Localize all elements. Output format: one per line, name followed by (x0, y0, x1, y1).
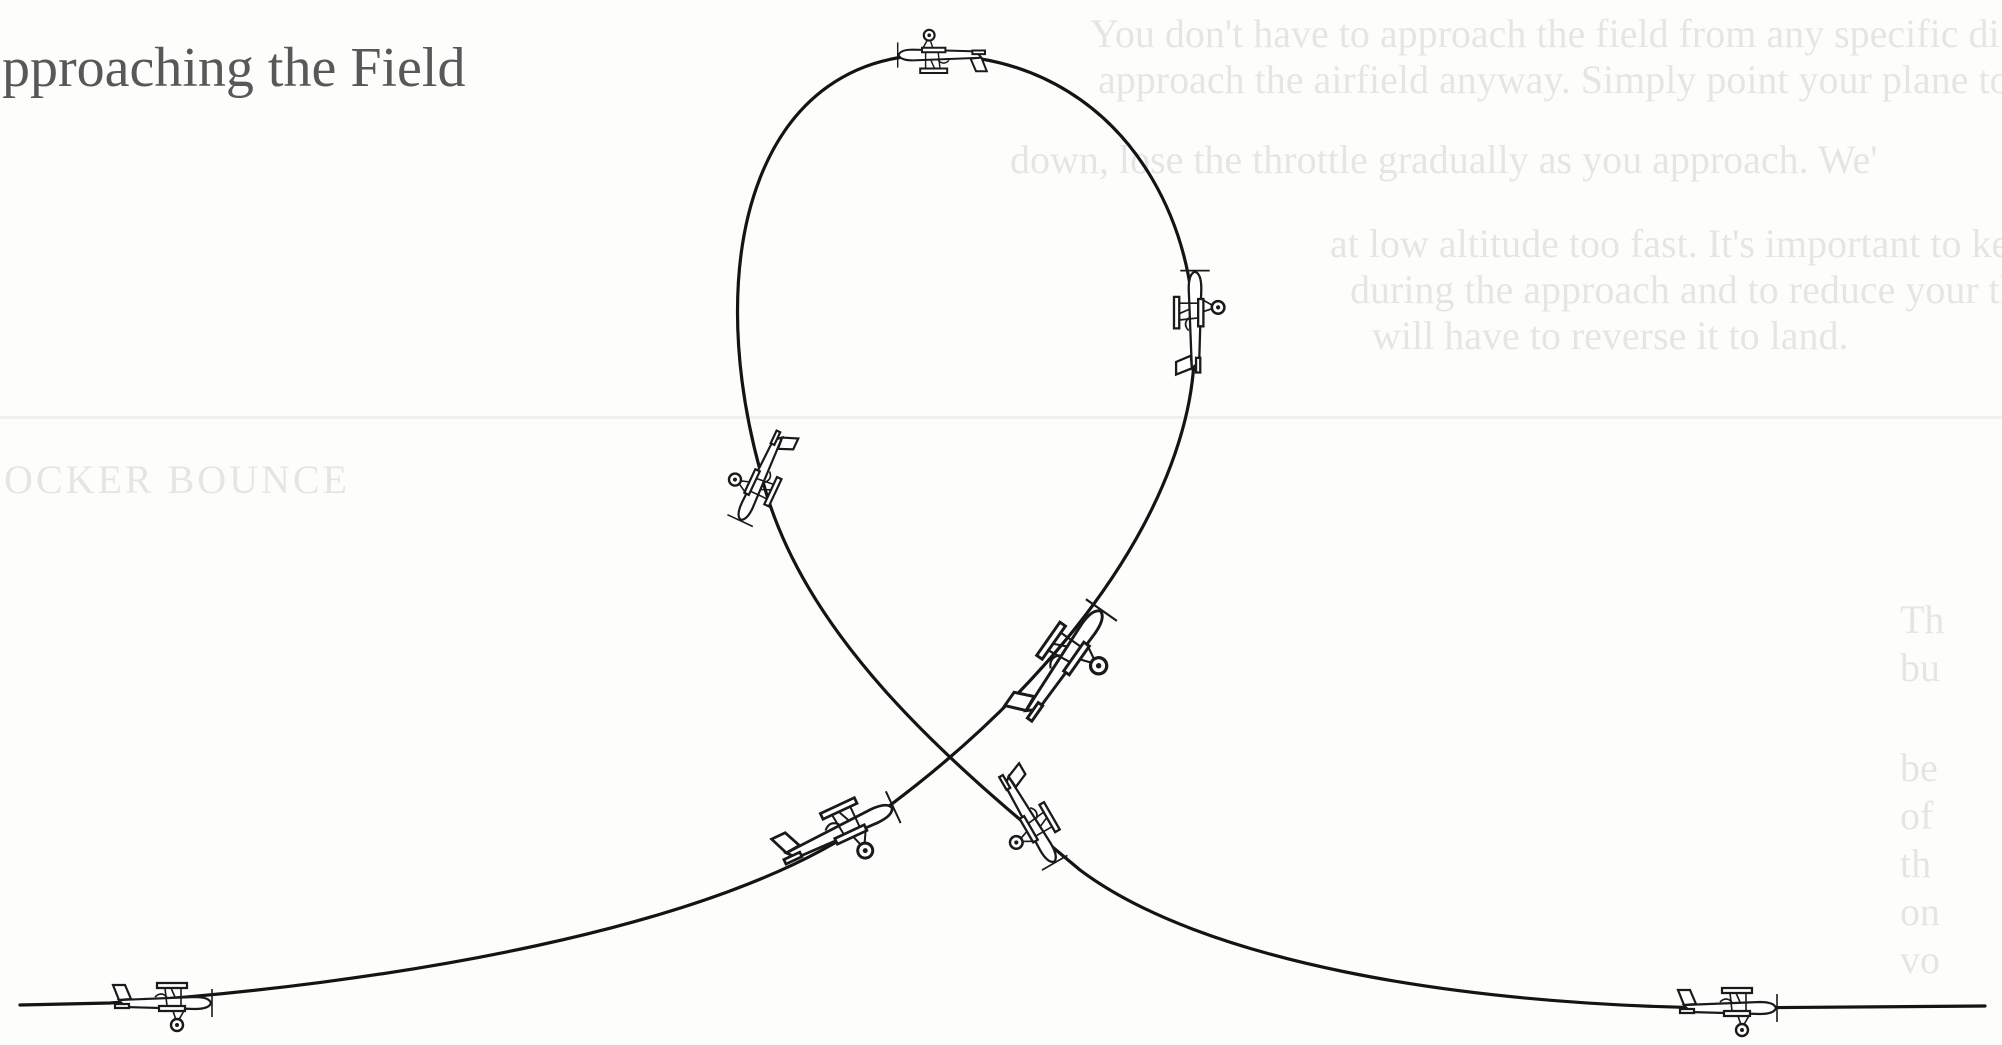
biplane-icon (898, 30, 987, 73)
plane-entry-left (113, 983, 212, 1031)
plane-layer (113, 30, 1777, 1036)
biplane-icon (1678, 988, 1777, 1036)
plane-descend-2 (977, 762, 1073, 877)
plane-exit-right (1678, 988, 1777, 1036)
biplane-icon (715, 419, 800, 529)
biplane-icon (771, 785, 909, 892)
biplane-icon (977, 762, 1073, 877)
biplane-icon (1174, 271, 1224, 375)
biplane-icon (113, 983, 212, 1031)
plane-descend-1 (715, 419, 800, 529)
plane-climb-3 (1174, 271, 1224, 375)
plane-inverted-top (898, 30, 987, 73)
biplane-icon (1003, 595, 1133, 742)
plane-climb-1 (771, 785, 909, 892)
flight-path-line (20, 55, 1985, 1008)
plane-climb-2 (1003, 595, 1133, 742)
